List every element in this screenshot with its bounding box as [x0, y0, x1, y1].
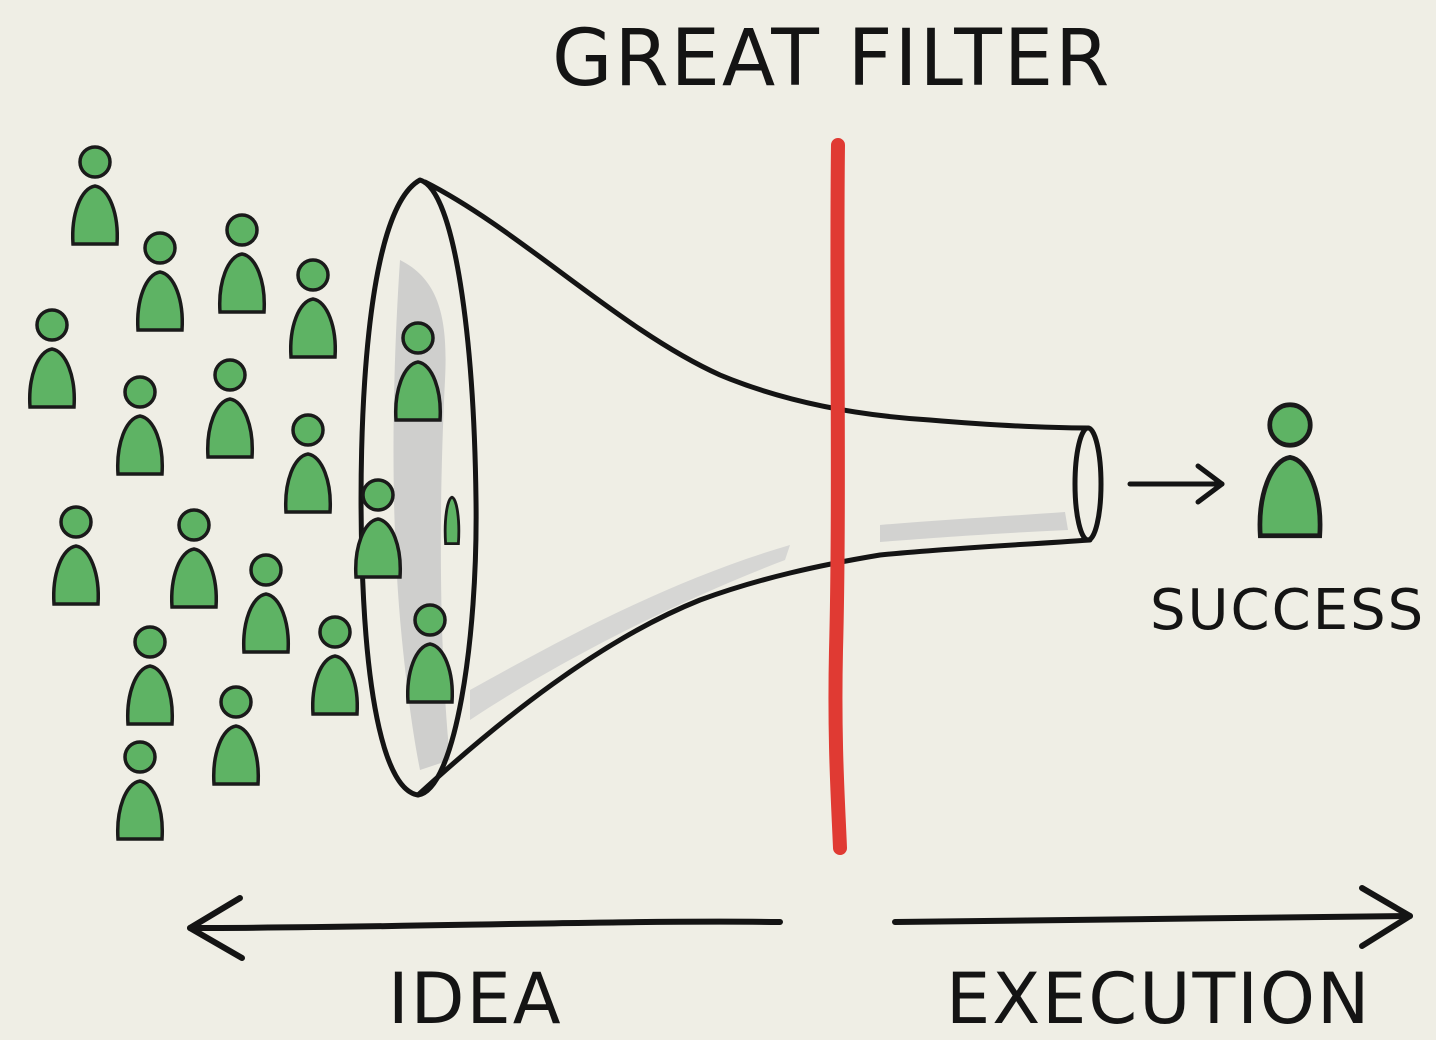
person-icon — [28, 308, 76, 409]
funnel-spout — [1072, 425, 1104, 543]
execution-arrow — [892, 885, 1413, 949]
arrow-icon — [1127, 463, 1225, 505]
person-icon — [116, 740, 164, 841]
person-icon — [170, 508, 218, 609]
funnel — [358, 177, 1104, 798]
great-filter-line — [828, 138, 847, 855]
success-label: SUCCESS — [1150, 578, 1426, 643]
person-icon — [71, 145, 119, 246]
person-icon — [354, 478, 402, 579]
person-icon — [311, 615, 359, 716]
execution-label: EXECUTION — [946, 958, 1372, 1040]
person-icon — [52, 505, 100, 606]
person-icon — [284, 413, 332, 514]
funnel-shading — [393, 260, 1068, 770]
idea-arrow — [187, 895, 783, 961]
person-icon — [443, 495, 461, 546]
person-icon — [406, 603, 454, 704]
person-icon — [242, 553, 290, 654]
diagram-title: GREAT FILTER — [552, 14, 1112, 104]
success-person-icon — [1257, 402, 1323, 539]
person-icon — [212, 685, 260, 786]
person-icon — [136, 231, 184, 332]
person-icon — [218, 213, 266, 314]
person-icon — [126, 625, 174, 726]
person-icon — [394, 321, 442, 422]
crowd — [28, 145, 461, 841]
person-icon — [116, 375, 164, 476]
funnel-top-edge — [422, 179, 1091, 431]
funnel-bottom-edge — [415, 537, 1093, 798]
person-icon — [289, 258, 337, 359]
idea-label: IDEA — [388, 958, 563, 1040]
person-icon — [206, 358, 254, 459]
